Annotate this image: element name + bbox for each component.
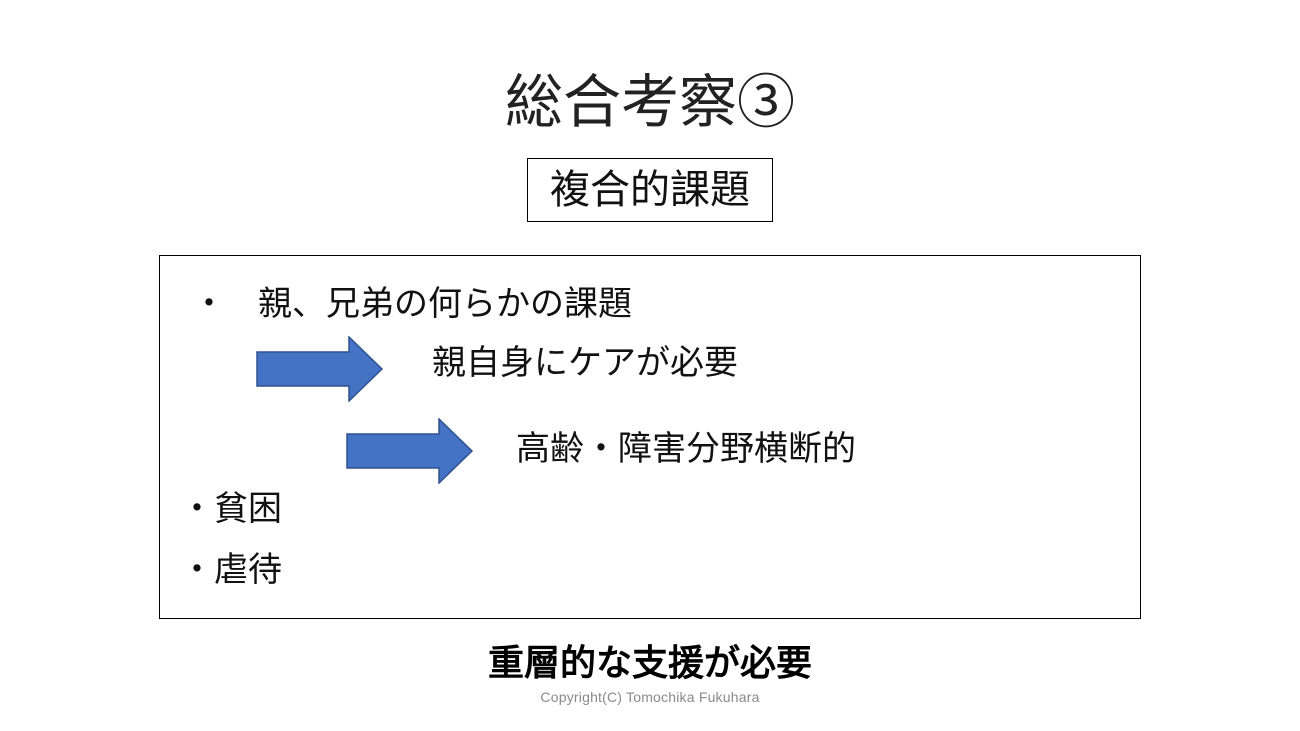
right-arrow-icon: [346, 418, 474, 484]
subtitle-text: 複合的課題: [550, 167, 750, 213]
step-1-text: 親自身にケアが必要: [432, 343, 738, 383]
copyright-text: Copyright(C) Tomochika Fukuhara: [540, 689, 760, 705]
bullet-item-1-marker: ・: [192, 284, 226, 324]
bullet-item-2: ・貧困: [180, 489, 282, 529]
content-box: [159, 255, 1141, 619]
bullet-item-1-text: 親、兄弟の何らかの課題: [258, 284, 632, 324]
right-arrow-icon: [256, 336, 384, 402]
subtitle-box: 複合的課題: [527, 158, 773, 222]
step-2-text: 高齢・障害分野横断的: [516, 429, 856, 469]
bullet-item-3: ・虐待: [180, 550, 282, 590]
slide-title: 総合考察③: [504, 68, 795, 136]
conclusion-text: 重層的な支援が必要: [487, 643, 812, 684]
